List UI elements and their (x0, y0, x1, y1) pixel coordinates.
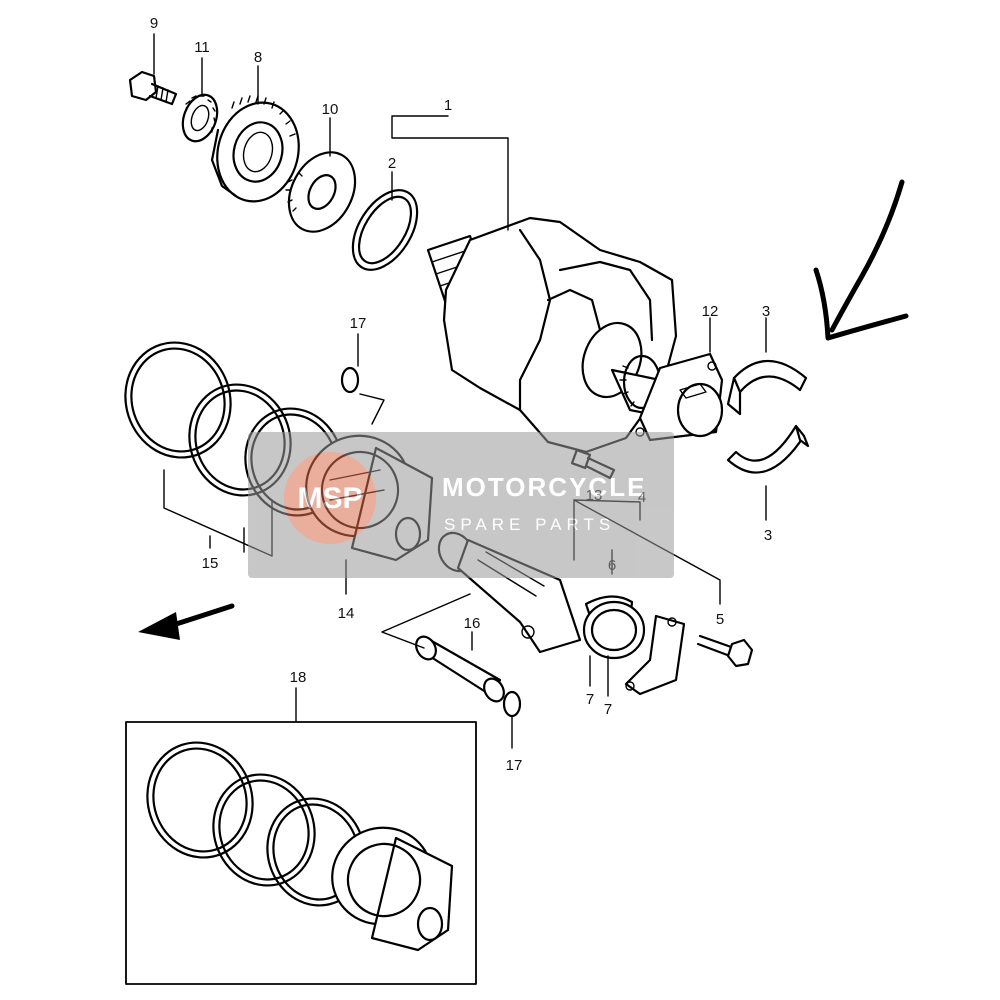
label-2: 2 (388, 155, 396, 172)
label-14: 14 (338, 605, 355, 622)
part-1-crankshaft (426, 216, 724, 454)
handwritten-arrow-annotation (813, 179, 909, 341)
label-7-left: 7 (586, 691, 594, 708)
part-3-bearing-upper (726, 359, 808, 416)
label-3-upper: 3 (762, 303, 770, 320)
part-17-circlip-bottom (502, 690, 522, 718)
label-5: 5 (716, 611, 724, 628)
label-17-bottom: 17 (506, 757, 523, 774)
watermark-logo: MSP (297, 482, 362, 515)
label-15: 15 (202, 555, 219, 572)
part-16-piston-pin (415, 635, 505, 703)
part-2-ring (351, 189, 419, 271)
part-12-pin (679, 383, 707, 399)
part-9-bolt (128, 70, 178, 106)
watermark-subtitle: SPARE PARTS (444, 515, 615, 534)
part-number-labels: 9 11 8 10 1 2 12 3 3 17 13 4 6 5 15 14 1… (150, 15, 772, 774)
watermark: MSP MOTORCYCLE SPARE PARTS (248, 432, 674, 578)
part-18-piston-assembly (125, 721, 477, 985)
label-16: 16 (464, 615, 481, 632)
watermark-logo-mark (284, 452, 376, 544)
part-3-bearing-lower (726, 424, 810, 474)
label-3-lower: 3 (764, 527, 772, 544)
label-11: 11 (194, 39, 210, 56)
label-10: 10 (322, 101, 339, 118)
watermark-background (248, 432, 674, 578)
label-17-top: 17 (350, 315, 367, 332)
direction-arrow (138, 603, 235, 640)
watermark-title: MOTORCYCLE (442, 472, 646, 502)
label-9: 9 (150, 15, 158, 32)
part-6-7-bearing-and-cap (582, 595, 686, 696)
part-10-washer (285, 151, 357, 233)
label-18: 18 (290, 669, 307, 686)
part-17-circlip-top (340, 366, 360, 394)
label-7-right: 7 (604, 701, 612, 718)
part-8-gear (210, 95, 300, 203)
label-1: 1 (444, 97, 452, 114)
label-12: 12 (702, 303, 719, 320)
part-5-bolt (696, 634, 754, 668)
label-8: 8 (254, 49, 262, 66)
part-11-lock-washer (181, 93, 219, 143)
